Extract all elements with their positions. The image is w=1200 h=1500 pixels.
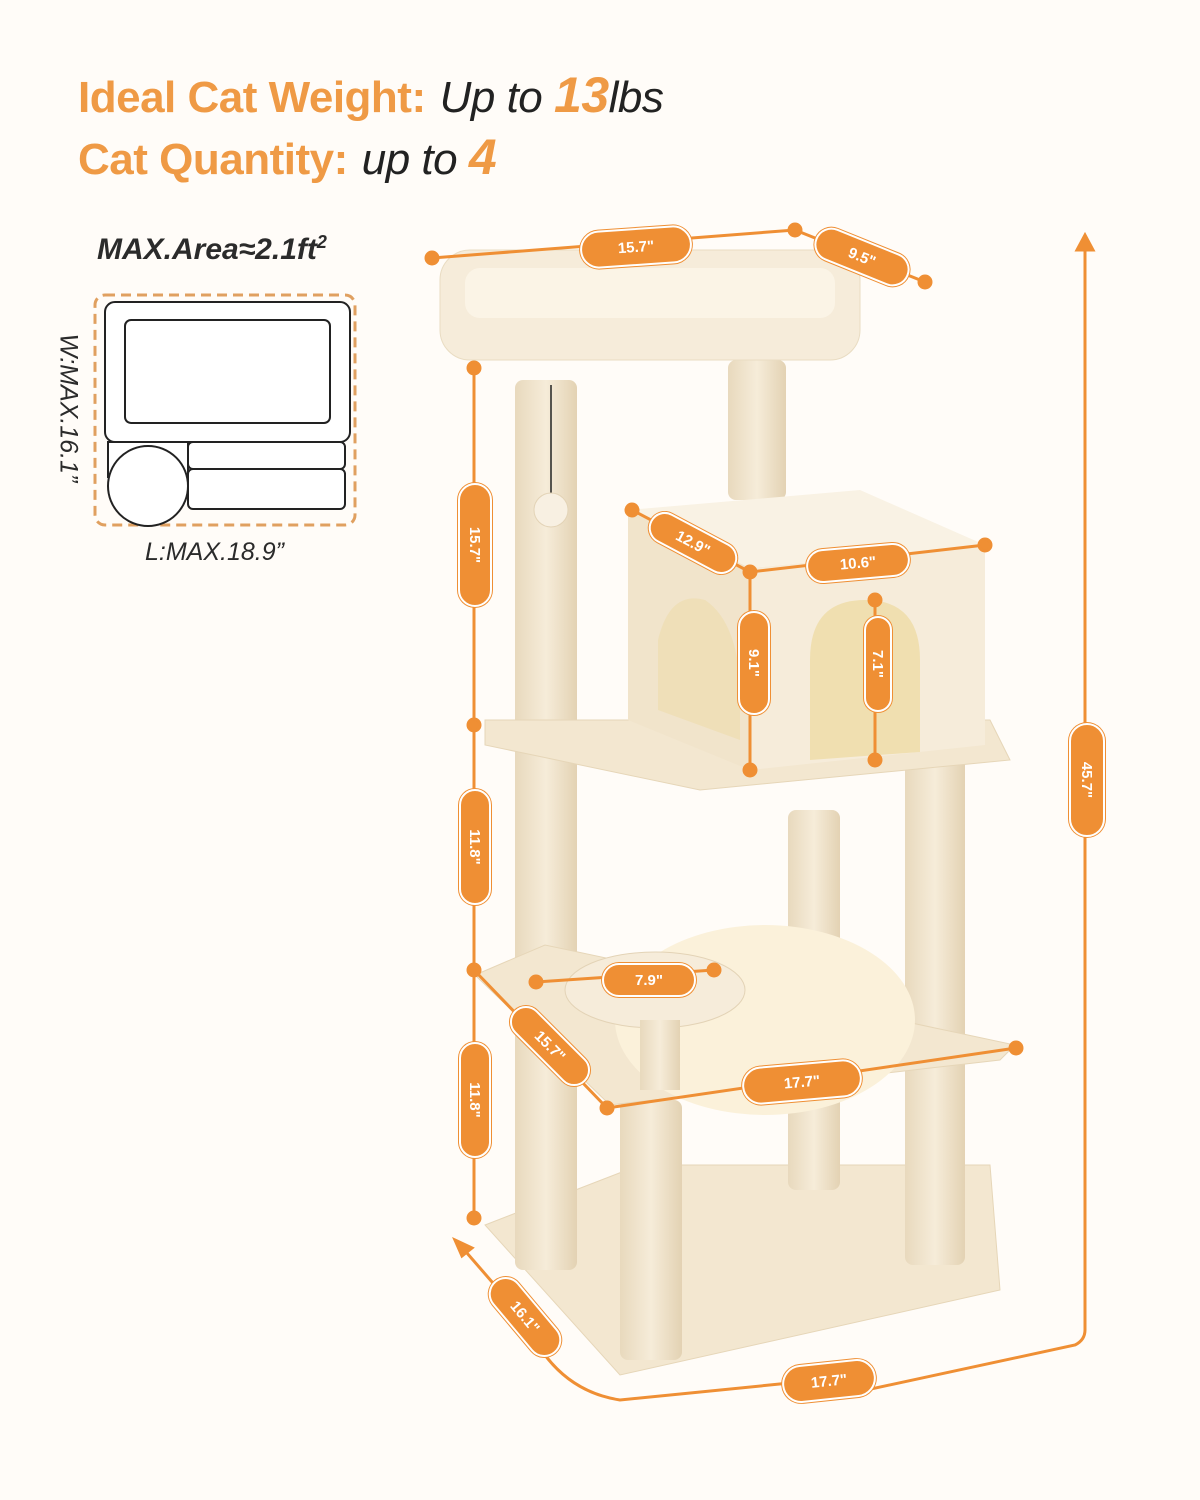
footprint-diagram-icon: [93, 293, 357, 527]
dim-middle-post-height: 11.8": [459, 789, 491, 905]
weight-value: Up to 13lbs: [439, 67, 664, 123]
cat-weight-heading: Ideal Cat Weight: Up to 13lbs: [78, 66, 664, 124]
dim-upper-post-height: 15.7": [458, 483, 492, 607]
quantity-label: Cat Quantity:: [78, 135, 348, 184]
dim-top-perch-length: 15.7": [578, 224, 694, 270]
cat-quantity-heading: Cat Quantity: up to 4: [78, 128, 497, 186]
dim-lower-post-height: 11.8": [459, 1042, 491, 1158]
max-area-title: MAX.Area≈2.1ft2: [97, 232, 327, 266]
max-length-label: L:MAX.18.9”: [145, 538, 284, 566]
weight-label: Ideal Cat Weight:: [78, 73, 426, 122]
dim-round-perch-diameter: 7.9": [602, 963, 696, 997]
quantity-value: up to 4: [361, 129, 497, 185]
dim-condo-height: 9.1": [738, 611, 770, 715]
dim-condo-door-height: 7.1": [864, 616, 892, 712]
dim-total-height: 45.7": [1069, 723, 1105, 837]
